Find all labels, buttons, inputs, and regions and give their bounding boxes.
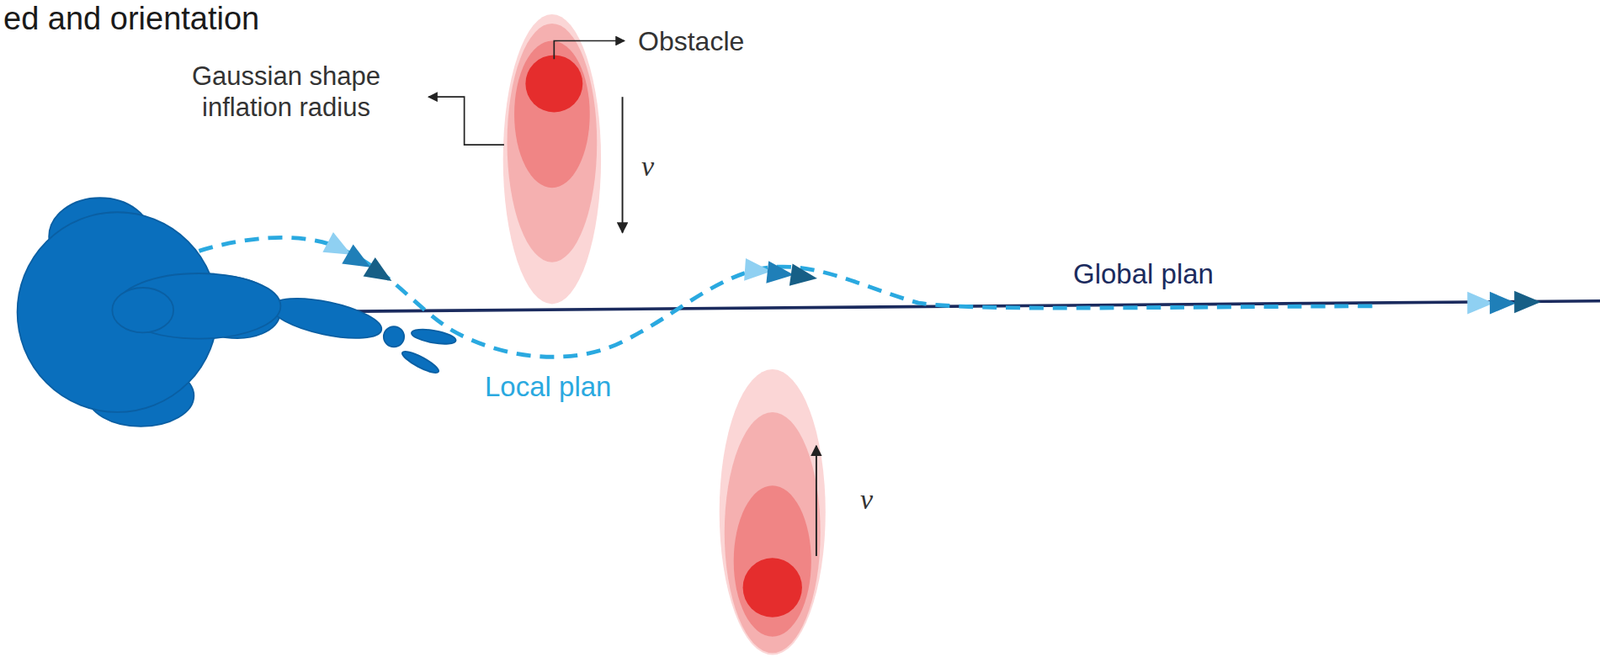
bottom-obstacle (719, 369, 826, 656)
leader-line (553, 41, 625, 60)
leader-line (428, 96, 505, 145)
heading-fragment: ed and orientation (3, 0, 260, 39)
velocity-label: v (860, 483, 873, 518)
global-plan-label: Global plan (1073, 257, 1214, 292)
obstacle-label: Obstacle (637, 25, 745, 58)
top-obstacle (503, 14, 601, 304)
robot (17, 197, 458, 427)
local-plan-label: Local plan (484, 370, 612, 404)
velocity-label: v (641, 149, 654, 185)
velocity-arrow (621, 96, 624, 233)
local-plan-path (198, 237, 1372, 357)
inflation-label: Gaussian shape inflation radius (172, 60, 400, 123)
velocity-arrow (815, 446, 818, 557)
pose-markers (322, 232, 1541, 314)
global-plan-line (260, 301, 1600, 313)
